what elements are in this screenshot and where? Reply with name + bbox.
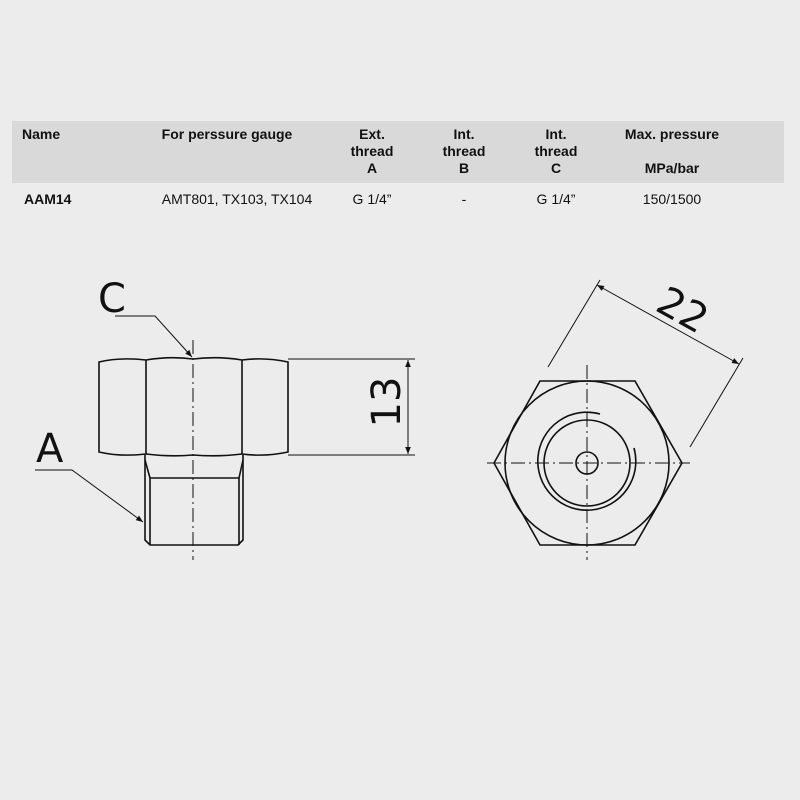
cell-int-thread-c: G 1/4” [536, 191, 576, 207]
header-text: A [366, 160, 378, 176]
header-text: C [550, 160, 562, 176]
cell-gauge: AMT801, TX103, TX104 [161, 191, 313, 207]
side-view [35, 315, 415, 560]
dimension-13: 13 [364, 377, 410, 428]
dimension-22: 22 [649, 278, 716, 343]
header-text: thread [350, 143, 394, 159]
header-text: thread [534, 143, 578, 159]
cell-ext-thread-a: G 1/4” [352, 191, 392, 207]
header-text: Int. [453, 126, 475, 142]
header-text: Max. pressure [624, 126, 720, 142]
front-view [487, 279, 744, 560]
cell-max-pressure: 150/1500 [642, 191, 702, 207]
extension-line [547, 279, 601, 368]
header-text: Ext. [359, 126, 385, 142]
leader-a [35, 469, 144, 523]
header-text: For perssure gauge [161, 126, 293, 142]
header-text: B [458, 160, 470, 176]
hex-body [98, 356, 289, 457]
label-c: C [98, 276, 126, 322]
thread-stub [144, 455, 244, 546]
extension-line [689, 357, 744, 448]
chamfer-line [238, 459, 244, 479]
header-text: thread [442, 143, 486, 159]
leader-c [115, 315, 193, 358]
header-name: Name [22, 126, 60, 143]
thread-arc [537, 411, 637, 511]
header-gauge: For perssure gauge [142, 126, 312, 143]
header-text: Int. [545, 126, 567, 142]
header-text: MPa/bar [644, 160, 700, 176]
header-text: Name [22, 126, 61, 142]
cell-int-thread-b: - [461, 191, 467, 207]
label-a: A [36, 426, 64, 472]
dimension-line-22 [596, 284, 740, 365]
chamfer-line [144, 459, 151, 479]
cell-name: AAM14 [24, 191, 72, 207]
